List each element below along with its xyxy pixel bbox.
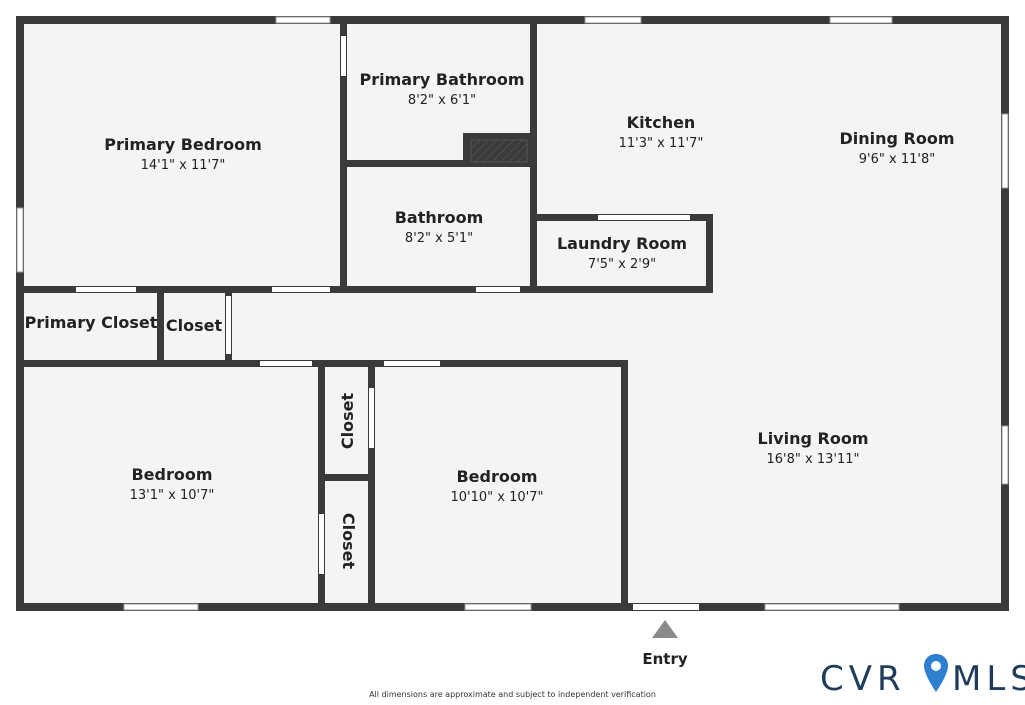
wall-primary-bedroom-right [340,20,347,292]
outer-wall-left [16,16,24,611]
room-name-primary-bathroom: Primary Bathroom [359,70,524,89]
door-gap [226,296,231,354]
wall-bath-divider [340,160,534,167]
door-gap [384,361,440,366]
logo-text-left: CVR [820,659,906,696]
room-dim-dining-room: 9'6" x 11'8" [859,152,935,167]
window [829,16,893,24]
wall-primary-bedroom-bottom [20,286,713,293]
room-dim-bathroom: 8'2" x 5'1" [405,231,473,246]
wall-bedroom-mid-right [621,360,628,608]
door-gap [260,361,312,366]
room-name-living-room: Living Room [758,429,869,448]
door-gap [76,287,136,292]
window [464,603,532,611]
wall-bath-right [530,20,537,292]
floor-area [21,21,1003,607]
room-name-bedroom-mid: Bedroom [456,467,537,486]
room-name-dining-room: Dining Room [839,129,954,148]
door-gap [319,514,324,574]
window [584,16,642,24]
wall-bedroom-mid-left [368,362,375,608]
door-gap [369,388,374,448]
outer-wall-right [1001,16,1009,611]
wall-laundry-right [706,214,713,293]
room-dim-primary-bedroom: 14'1" x 11'7" [141,158,226,173]
window [123,603,199,611]
room-name-primary-closet: Primary Closet [25,313,158,332]
door-gap [272,287,330,292]
wall-closets-divider [320,474,372,481]
room-dim-laundry-room: 7'5" x 2'9" [588,257,656,272]
room-name-kitchen: Kitchen [627,113,696,132]
room-name-closet-lower: Closet [339,513,358,570]
cvrmls-logo: CVR MLS [818,652,1025,699]
room-name-closet-hall: Closet [166,316,223,335]
room-dim-kitchen: 11'3" x 11'7" [619,136,704,151]
wall-closet-divider [157,288,164,366]
disclaimer-text: All dimensions are approximate and subje… [369,690,656,699]
room-dim-primary-bathroom: 8'2" x 6'1" [408,93,476,108]
room-name-laundry-room: Laundry Room [557,234,687,253]
door-gap [341,36,346,76]
room-dim-bedroom-mid: 10'10" x 10'7" [451,490,544,505]
location-pin-icon [924,654,948,692]
door-gap [598,215,690,220]
room-name-bathroom: Bathroom [395,208,484,227]
entry-label: Entry [642,650,688,668]
room-name-bedroom-left: Bedroom [131,465,212,484]
outer-wall-top [16,16,1009,24]
room-dim-living-room: 16'8" x 13'11" [767,452,860,467]
entry-arrow-icon [652,620,678,638]
entry-door-gap [633,604,699,610]
room-name-closet-upper: Closet [338,393,357,450]
window [1001,113,1009,189]
window [1001,425,1009,485]
room-dim-bedroom-left: 13'1" x 10'7" [130,488,215,503]
door-gap [476,287,520,292]
window [275,16,331,24]
cvrmls-logo-graphic: CVR MLS [820,654,1025,699]
window [16,207,24,273]
wall-bedroom-left-right [318,362,325,608]
chimney-hatch [470,139,528,163]
window [764,603,900,611]
room-name-primary-bedroom: Primary Bedroom [104,135,262,154]
logo-text-right: MLS [952,659,1025,696]
